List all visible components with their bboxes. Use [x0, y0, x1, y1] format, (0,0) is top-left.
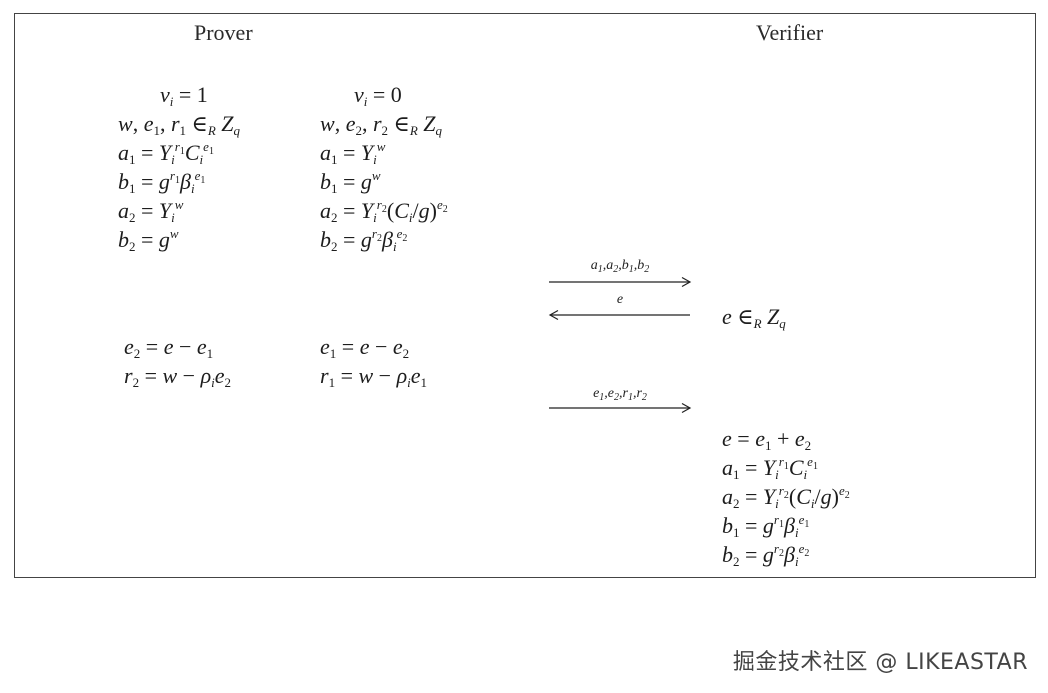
protocol-frame — [14, 13, 1036, 578]
response-label-text: e1,e2,r1,r2 — [593, 386, 647, 403]
prover-response-v1: e2 = e − e1 r2 = w − ρie2 — [124, 334, 232, 390]
prover-response-v0: e1 = e − e2 r1 = w − ρie1 — [320, 334, 428, 390]
commit-label-text: a1,a2,b1,b2 — [590, 258, 650, 275]
watermark-text: 掘金技术社区 @ LIKEASTAR — [732, 650, 1028, 675]
commit-arrow — [549, 276, 692, 288]
verifier-challenge: e ∈R Zq — [722, 304, 786, 331]
challenge-arrow-label: e — [616, 292, 624, 307]
response-arrow-label: e1,e2,r1,r2 — [550, 386, 690, 403]
prover-heading: Prover — [194, 20, 253, 45]
prover-case-v1: vi = 1 w, e1, r1 ∈R Zq a1 = Yir1Cie1 b1 … — [118, 82, 241, 254]
prover-case-v0: vi = 0 w, e2, r2 ∈R Zq a1 = Yiw b1 = gw … — [320, 82, 448, 254]
commit-arrow-label: a1,a2,b1,b2 — [550, 258, 690, 275]
verifier-checks: e = e1 + e2 a1 = Yir1Cie1 a2 = Yir2(Ci/g… — [722, 426, 850, 569]
verifier-heading: Verifier — [756, 20, 824, 45]
response-arrow — [549, 402, 692, 414]
challenge-arrow — [548, 309, 690, 321]
